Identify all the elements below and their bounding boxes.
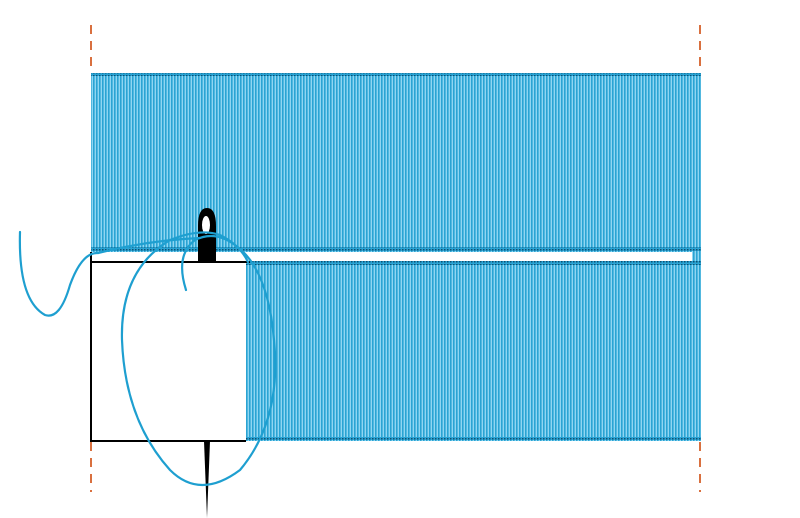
top-fabric bbox=[91, 73, 701, 253]
spike-marker bbox=[204, 441, 210, 518]
empty-region-outline bbox=[90, 252, 250, 442]
bottom-fabric bbox=[246, 261, 701, 441]
needle-icon bbox=[198, 208, 216, 262]
fabric-gap bbox=[91, 252, 692, 261]
yarn-strand bbox=[18, 230, 277, 487]
gap-edge bbox=[692, 252, 701, 262]
